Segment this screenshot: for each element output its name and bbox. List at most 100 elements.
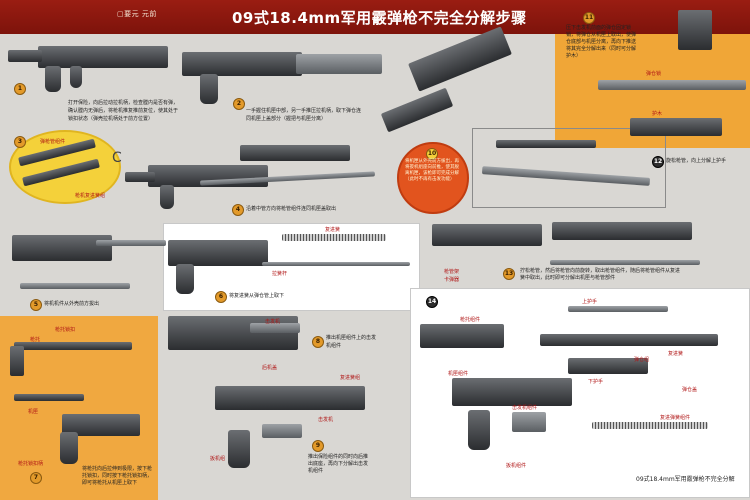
step-9-receiver	[215, 386, 365, 410]
step-7-label-b: 枪托锁扣	[55, 327, 76, 333]
step-11-handguard	[630, 118, 722, 136]
step-1-text: 打开保险，向后拉动拉机柄，检查膛内是否有弹，确认膛内无弹后，将枪机推复推前复位，…	[68, 100, 179, 122]
step-6-text: 将复进簧从弹仓管上取下	[229, 293, 285, 299]
step-7-receiver	[62, 414, 140, 436]
step-10-callout: 10 将机匣从外壳前方拔出，再将扳机组座向前推，使其脱离机匣，该枪即可完成分解（…	[397, 142, 469, 214]
step-2-handguard	[296, 54, 382, 74]
step-4-text: 沿着中管方向将枪管组件连同机匣盖取出	[246, 206, 337, 212]
step-11-magazine	[678, 10, 712, 50]
weapon-assembled-magazine	[70, 66, 82, 88]
step-3-letter: C	[112, 150, 122, 166]
step-9-label-a: 复进簧组	[340, 375, 361, 381]
step-14-trigger	[512, 412, 546, 432]
step-7-stock-arm	[14, 394, 84, 401]
step-7-grip	[60, 432, 78, 464]
step-14-upper-guard	[568, 306, 668, 312]
step-4-stock	[125, 172, 155, 182]
page-title: 09式18.4mm军用霰弹枪不完全分解步骤	[232, 9, 527, 27]
step-14-badge: 14	[426, 296, 438, 308]
step-6-label-b: 拉簧杆	[272, 271, 288, 277]
step-11-tube	[598, 80, 746, 90]
step-2-text: 一手握住机匣中部，另一手推压拉机柄，取下弹仓连同机匣上盖部分（握把与机匣分离）	[246, 108, 362, 122]
step-14-part-7: 扳机组件	[506, 463, 527, 469]
weapon-assembled-body	[38, 46, 168, 68]
banner-left-text: ▢要元 元前	[117, 10, 157, 18]
step-5-handguard	[12, 235, 112, 261]
step-13-label-a: 枪管架	[444, 269, 460, 275]
step-14-receiver	[452, 378, 572, 406]
step-9-label-b: 击发机	[318, 417, 334, 423]
step-4-top-cover	[240, 145, 350, 161]
step-6-receiver	[168, 240, 268, 266]
step-9-trigger-group	[262, 424, 302, 438]
step-7-label-a: 枪托	[30, 337, 41, 343]
step-14-part-2: 弹仓组	[634, 357, 650, 363]
step-7-label-d: 枪托锁扣柄	[18, 461, 44, 467]
step-5-text: 将机机件从外壳前方拔出	[44, 301, 100, 307]
step-14-part-8: 复进弹簧组件	[660, 415, 691, 421]
step-13-badge: 13	[503, 268, 515, 280]
step-3-label-a: 弹枪管组件	[40, 139, 66, 145]
step-5-badge: 5	[30, 299, 42, 311]
step-9-badge: 9	[312, 440, 324, 452]
step-8-label-a: 击发机	[265, 319, 281, 325]
step-4-badge: 4	[232, 204, 244, 216]
step-14-caption: 09式18.4mm军用霰弹枪不完全分解	[636, 476, 735, 483]
step-8-receiver	[168, 316, 298, 350]
step-13-label-b: 卡弹器	[444, 277, 460, 283]
step-13-receiver	[432, 224, 542, 246]
step-11-text: 压下击发机前面的弹仓固定锁销，将弹仓从机匣上取出，使弹仓底部与机匣分离，再向下推…	[566, 25, 637, 59]
step-13-text: 拧松枪管，然后将枪管向前旋转，取出枪管组件，随后将枪管组件从复进簧中取出，此时即…	[520, 268, 681, 281]
step-12-text: 旋松枪管，向上分解上护手	[666, 158, 727, 164]
step-7-stock-folded	[14, 342, 132, 350]
step-1-badge: 1	[14, 83, 26, 95]
step-7-text: 将枪托向后拉伸到极限，按下枪托锁扣，同时按下枪托锁扣柄，即可将枪托从机匣上取下	[82, 466, 153, 486]
step-12-upper	[496, 140, 596, 148]
step-14-part-9: 弹仓盖	[682, 387, 698, 393]
step-8-badge: 8	[312, 336, 324, 348]
step-13-barrel	[552, 222, 692, 240]
step-14-stock	[420, 324, 504, 348]
step-14-spring	[592, 422, 708, 429]
step-6-badge: 6	[215, 291, 227, 303]
step-12-badge: 12	[652, 156, 664, 168]
step-3-label-b: 枪机复进簧组	[75, 193, 106, 199]
step-7-stock-base	[10, 346, 24, 376]
step-6-rod	[262, 262, 410, 266]
weapon-assembled-stock	[8, 50, 42, 62]
step-11-badge: 11	[583, 12, 595, 24]
step-6-label-a: 复进簧	[325, 227, 341, 233]
step-9-label-c: 扳机组	[210, 456, 226, 462]
step-8-label-b: 后机盖	[262, 365, 278, 371]
step-4-grip	[160, 185, 174, 209]
step-10-text: 将机匣从外壳前方拔出，再将扳机组座向前推，使其脱离机匣，该枪即可完成分解（此时不…	[405, 159, 459, 182]
step-14-lower-guard	[568, 358, 648, 374]
step-10-badge: 10	[426, 148, 438, 160]
step-10-barrel	[380, 87, 454, 133]
step-14-part-4: 下护手	[588, 379, 604, 385]
step-14-part-0: 上护手	[582, 299, 598, 305]
step-14-part-5: 机匣组件	[448, 371, 469, 377]
step-14-grip	[468, 410, 490, 450]
step-5-bolt	[20, 283, 130, 289]
step-13-bolt	[550, 260, 700, 265]
step-11-label-b: 护木	[652, 111, 663, 117]
step-3-badge: 3	[14, 136, 26, 148]
step-2-badge: 2	[233, 98, 245, 110]
step-14-part-1: 枪托组件	[460, 317, 481, 323]
step-3-callout	[9, 130, 121, 204]
step-9-grip	[228, 430, 250, 468]
weapon-assembled-grip	[45, 66, 61, 92]
step-2-receiver	[182, 52, 302, 76]
step-14-part-6: 击发机组件	[512, 405, 538, 411]
step-8-text: 推出机匣组件上的击发机组件	[326, 335, 377, 349]
step-2-grip	[200, 74, 218, 104]
step-10-handguard	[408, 26, 512, 92]
step-7-badge: 7	[30, 472, 42, 484]
step-6-grip	[176, 264, 194, 294]
outline-panel-step-12	[472, 128, 666, 208]
step-8-part	[250, 323, 300, 333]
step-9-text: 推出保险组件的同时向后推出底座，再向下分解出击发机组件	[308, 454, 369, 474]
step-5-tube	[96, 240, 166, 246]
